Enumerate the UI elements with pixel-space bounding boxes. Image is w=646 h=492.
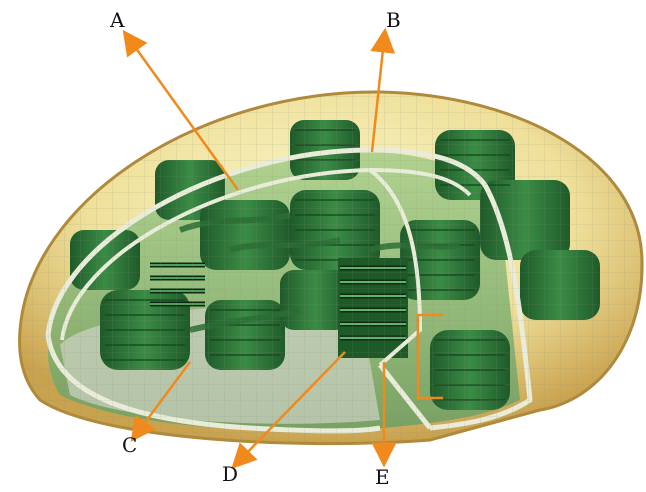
- label-b: B: [386, 8, 401, 32]
- grid-overlay: [20, 92, 643, 444]
- label-c: C: [122, 433, 137, 457]
- label-e: E: [375, 465, 390, 489]
- label-d: D: [222, 462, 238, 486]
- label-a: A: [110, 8, 124, 32]
